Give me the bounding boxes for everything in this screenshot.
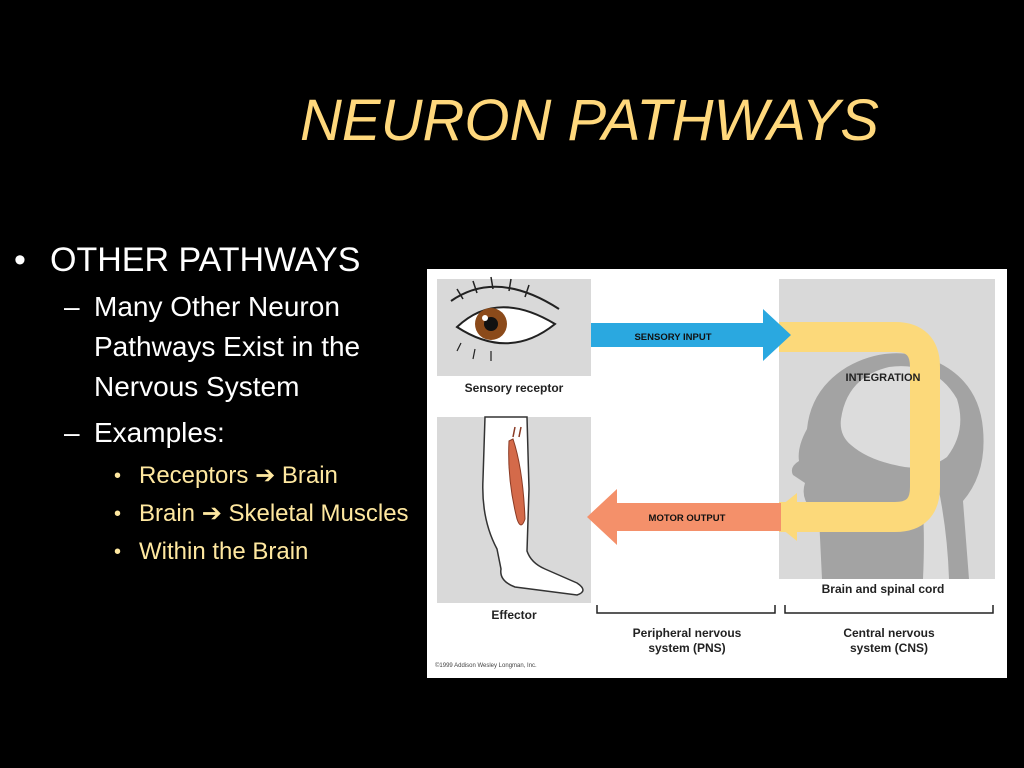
bullet-text: OTHER PATHWAYS [50,241,361,279]
cns-label-line1: Central nervous [843,626,935,640]
dash-marker: – [64,291,80,322]
integration-loop [779,322,940,532]
example-text-a: Receptors [139,462,249,489]
bullet-marker: • [114,541,122,563]
subbullet-many-pathways: – Many Other Neuron Pathways Exist in th… [10,287,420,407]
sensory-input-arrow [591,309,791,361]
motor-output-label: MOTOR OUTPUT [649,513,726,524]
pns-label-line2: system (PNS) [648,641,725,655]
example-receptors-brain: • Receptors ➔ Brain [10,461,420,491]
subbullet-examples: – Examples: [10,413,420,453]
bullet-marker: • [14,241,26,279]
copyright-text: ©1999 Addison Wesley Longman, Inc. [435,662,537,669]
bullet-marker: • [114,503,122,525]
leg-icon [482,416,584,596]
sensory-receptor-label: Sensory receptor [465,381,564,395]
bullet-other-pathways: • OTHER PATHWAYS [10,240,420,281]
subbullet-text: Examples: [94,417,225,448]
dash-marker: – [64,417,80,448]
example-within-brain: • Within the Brain [10,537,420,567]
effector-label: Effector [491,608,537,622]
arrow-right-icon: ➔ [255,462,276,489]
pns-bracket [596,605,776,614]
example-brain-muscles: • Brain ➔ Skeletal Muscles [10,499,420,529]
cns-bracket [784,605,994,614]
example-text-b: Brain [281,462,338,489]
eye-icon [450,276,560,361]
cns-label-line2: system (CNS) [850,641,928,655]
sensory-input-label: SENSORY INPUT [634,332,711,343]
subbullet-text: Many Other Neuron Pathways Exist in the … [94,291,361,402]
integration-arrowhead [767,493,797,541]
bullet-marker: • [114,465,122,487]
motor-output-arrow [587,489,781,545]
neuron-pathway-diagram: Sensory receptor Effector INTEGRATION Br… [427,269,1007,678]
example-text-b: Skeletal Muscles [228,500,409,527]
pns-label-line1: Peripheral nervous [633,626,742,640]
bullet-list: • OTHER PATHWAYS – Many Other Neuron Pat… [10,240,420,567]
arrow-right-icon: ➔ [201,500,222,527]
example-text-a: Brain [139,500,196,527]
slide-title: NEURON PATHWAYS [300,88,879,153]
brain-spinal-cord-label: Brain and spinal cord [822,582,945,596]
integration-label: INTEGRATION [846,372,921,384]
example-text: Within the Brain [139,538,309,565]
